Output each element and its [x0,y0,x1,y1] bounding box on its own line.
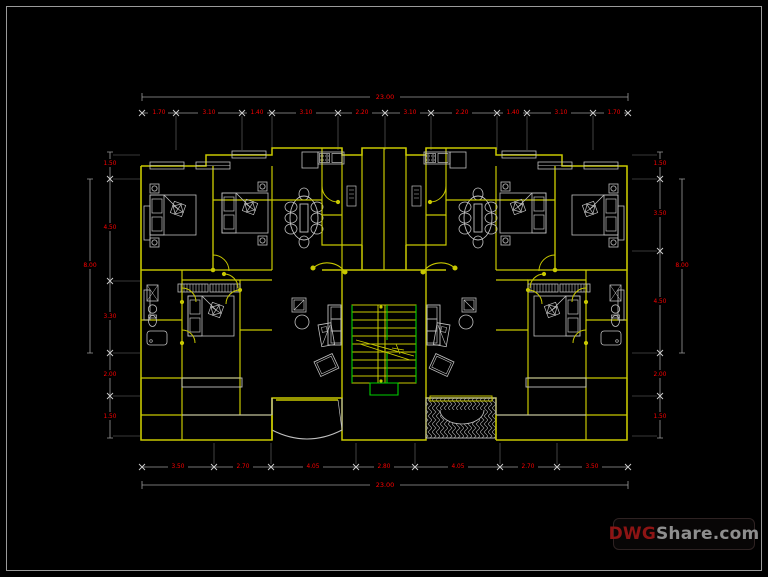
watermark-brand-suffix: Share.com [655,524,760,544]
dim-bottom-seg-1: 2.70 [237,464,250,470]
dim-left-seg-4: 1.50 [104,414,117,420]
dim-bottom-seg-3: 2.80 [378,464,391,470]
central-core [271,148,498,440]
dim-top-seg-9: 1.70 [608,110,621,116]
watermark-badge: DWGShare.com [609,518,759,550]
dim-left-overall: 8.00 [80,178,100,354]
kitchen-fixtures [301,151,467,207]
dim-right-seg-3: 2.00 [654,372,667,378]
doors-left [179,254,243,346]
dim-right-overall-text: 8.00 [675,262,689,269]
dim-top-seg-2: 1.40 [251,110,264,116]
windows-right [501,150,625,321]
dimension-annotations: 23.00 [80,91,692,489]
dim-left-seg-0: 1.50 [104,161,117,167]
dim-right-chain: 1.50 3.50 4.50 2.00 1.50 [632,151,670,439]
bedroom-3-furniture [177,283,241,337]
lobby-walls [322,245,446,398]
dim-left-seg-1: 4.50 [104,225,117,231]
dim-bottom-seg-4: 4.05 [452,464,465,470]
kitchen-walls [272,148,496,270]
dim-bottom-seg-5: 2.70 [522,464,535,470]
bedroom-2-furniture [221,181,269,246]
side-entries [271,415,497,440]
dim-left-overall-text: 8.00 [83,262,97,269]
staircase [351,304,417,396]
dim-left-seg-3: 2.00 [104,372,117,378]
interior-walls-right [495,166,628,440]
dim-top-seg-7: 1.40 [507,110,520,116]
dining-right [458,187,498,249]
dim-top-seg-0: 1.70 [153,110,166,116]
dim-bottom-overall: 23.00 [141,479,629,489]
dim-top-seg-1: 3.10 [203,110,216,116]
dim-right-overall: 8.00 [672,178,692,354]
kitchen-doors [321,185,447,205]
doors-right [525,254,589,346]
apartment-right [495,150,628,440]
dim-bottom-chain: 3.50 2.70 4.05 2.80 4.05 2.70 3.50 [138,443,632,471]
stair-flight-green [351,305,417,396]
watermark-brand-prefix: DWG [608,524,656,544]
dim-top-seg-5: 3.10 [404,110,417,116]
dim-bottom-seg-2: 4.05 [307,464,320,470]
balcony-left [181,377,272,416]
bedroom-5-furniture [499,181,547,246]
dim-top-overall: 23.00 [141,91,629,101]
living-room-right [426,297,477,378]
dim-top-overall-text: 23.00 [376,93,395,101]
dim-right-seg-1: 3.50 [654,211,667,217]
balcony-right [496,377,587,416]
windows-left [143,150,267,321]
dim-top-seg-8: 3.10 [555,110,568,116]
building-plan [140,147,628,441]
dim-right-seg-2: 4.50 [654,299,667,305]
bedroom-4-furniture [571,183,619,248]
dim-right-seg-4: 1.50 [654,414,667,420]
dim-top-seg-3: 3.10 [300,110,313,116]
balcony-curve-left [271,398,343,440]
dim-left-seg-2: 3.30 [104,314,117,320]
dim-bottom-overall-text: 23.00 [376,481,395,489]
entrance-canopy [310,262,458,275]
terrace-paving [425,395,497,439]
bedroom-1-furniture [149,183,197,248]
dim-right-seg-0: 1.50 [654,161,667,167]
dim-top-chain: 1.70 3.10 1.40 3.10 2.20 3.10 2.20 1.40 [138,108,632,150]
dim-top-seg-4: 2.20 [356,110,369,116]
apartment-left [140,150,273,440]
dining-left [284,187,324,249]
interior-walls-left [140,166,273,440]
bedroom-6-furniture [527,283,591,337]
dim-left-chain: 1.50 4.50 3.30 2.00 1.50 [100,151,140,439]
living-room-left [291,297,342,378]
dim-bottom-seg-0: 3.50 [172,464,185,470]
dim-bottom-seg-6: 3.50 [586,464,599,470]
dim-top-seg-6: 2.20 [456,110,469,116]
